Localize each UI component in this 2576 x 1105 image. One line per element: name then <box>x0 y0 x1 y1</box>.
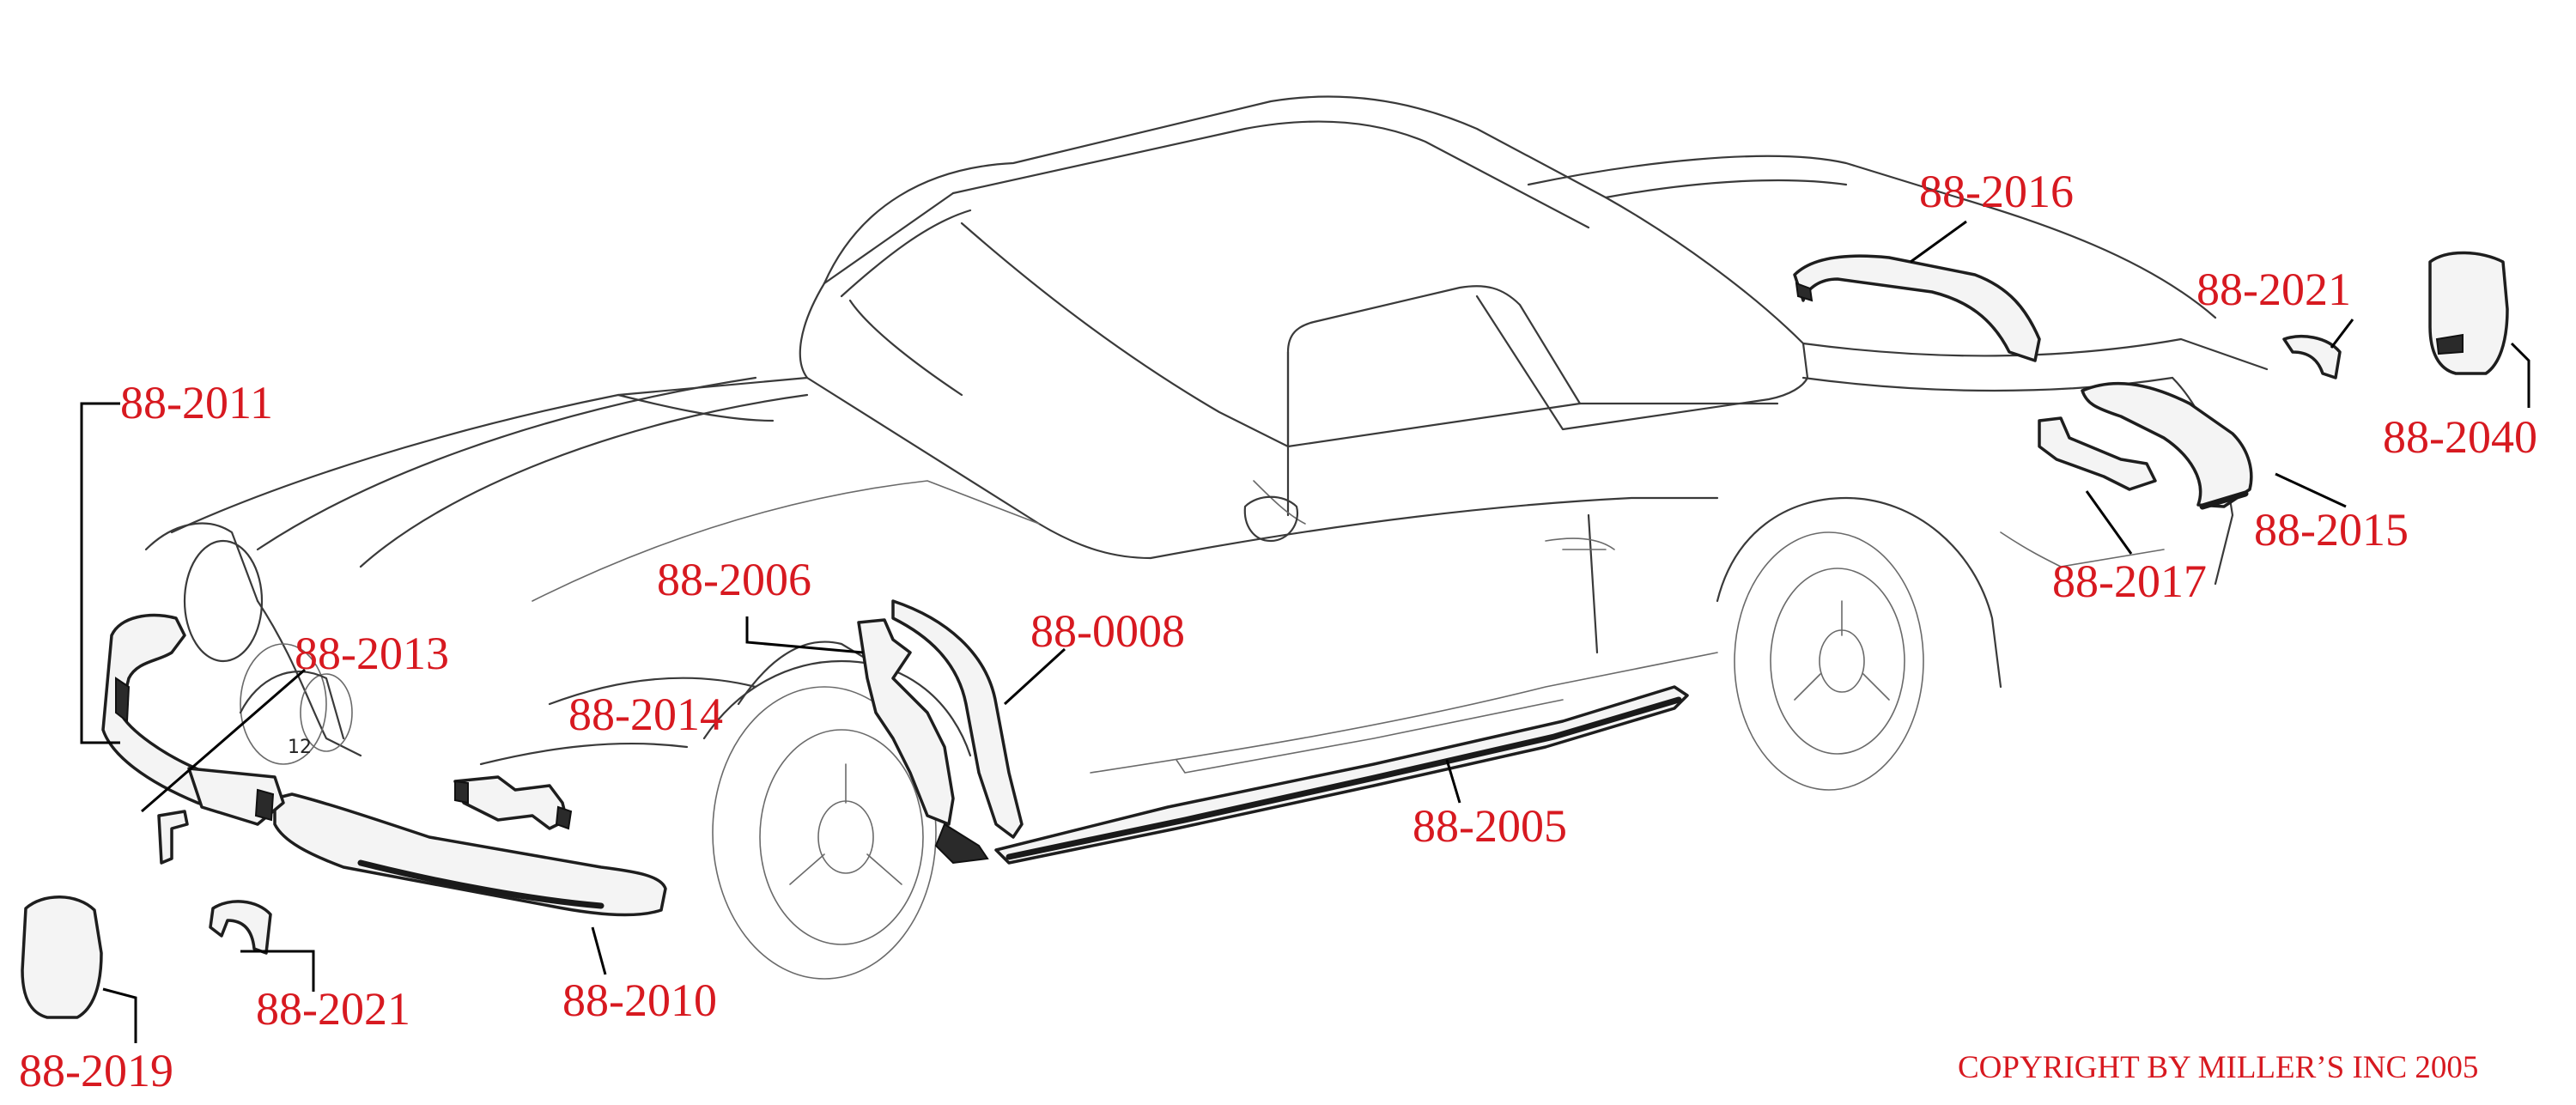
label-88-2005: 88-2005 <box>1413 800 1567 852</box>
part-88-2015-rear-bumper-side <box>2081 381 2253 510</box>
part-88-2021-front-clip <box>209 900 272 955</box>
part-88-2013-bracket <box>157 810 189 865</box>
label-88-0008: 88-0008 <box>1030 605 1185 657</box>
leader-88-2040 <box>2510 342 2530 408</box>
leader-lines <box>80 220 2530 1043</box>
part-88-2010-front-bumper-right <box>273 792 667 917</box>
leader-88-2016 <box>1910 220 1967 264</box>
part-88-2006-panel <box>857 618 955 826</box>
label-88-2017: 88-2017 <box>2052 556 2207 607</box>
label-88-2013: 88-2013 <box>295 628 449 679</box>
leader-88-2011 <box>80 402 120 744</box>
leader-88-2019 <box>102 987 137 1043</box>
leader-88-2010 <box>591 926 607 975</box>
label-88-2016: 88-2016 <box>1919 166 2074 217</box>
label-88-2006: 88-2006 <box>657 554 811 605</box>
part-88-2016-rear-bumper-upper <box>1793 254 2041 362</box>
part-88-2011-front-bumper-left <box>101 613 268 826</box>
leader-88-2013 <box>141 668 306 813</box>
leader-88-2021-front <box>240 950 315 992</box>
copyright-notice: COPYRIGHT BY MILLER’S INC 2005 <box>1958 1050 2479 1085</box>
leader-88-2017 <box>2085 490 2133 555</box>
label-88-2021-front: 88-2021 <box>256 983 410 1035</box>
label-88-2010: 88-2010 <box>562 974 717 1026</box>
grille-emblem-text: 12 <box>288 737 312 758</box>
part-88-2005-rocker <box>994 685 1689 865</box>
leader-88-2021-rear <box>2330 319 2354 349</box>
leader-88-2006 <box>745 616 864 654</box>
part-88-2014-bracket <box>453 775 573 830</box>
label-88-2019: 88-2019 <box>19 1045 173 1096</box>
label-88-2021-rear: 88-2021 <box>2196 264 2351 315</box>
part-88-0008-seal <box>891 599 1024 865</box>
part-88-2017-bracket <box>2038 416 2157 491</box>
leader-88-0008 <box>1003 647 1066 706</box>
label-88-2014: 88-2014 <box>568 689 723 740</box>
part-88-2021-rear-clip <box>2282 335 2342 379</box>
leader-88-2015 <box>2275 472 2347 508</box>
part-88-2019-front-guard <box>21 896 103 1019</box>
leader-88-2005 <box>1445 759 1461 804</box>
label-88-2015: 88-2015 <box>2254 504 2409 556</box>
part-88-2040-rear-guard <box>2428 251 2509 375</box>
label-88-2040: 88-2040 <box>2383 411 2537 463</box>
label-88-2011: 88-2011 <box>120 377 273 428</box>
part-bumper-center <box>187 767 285 826</box>
